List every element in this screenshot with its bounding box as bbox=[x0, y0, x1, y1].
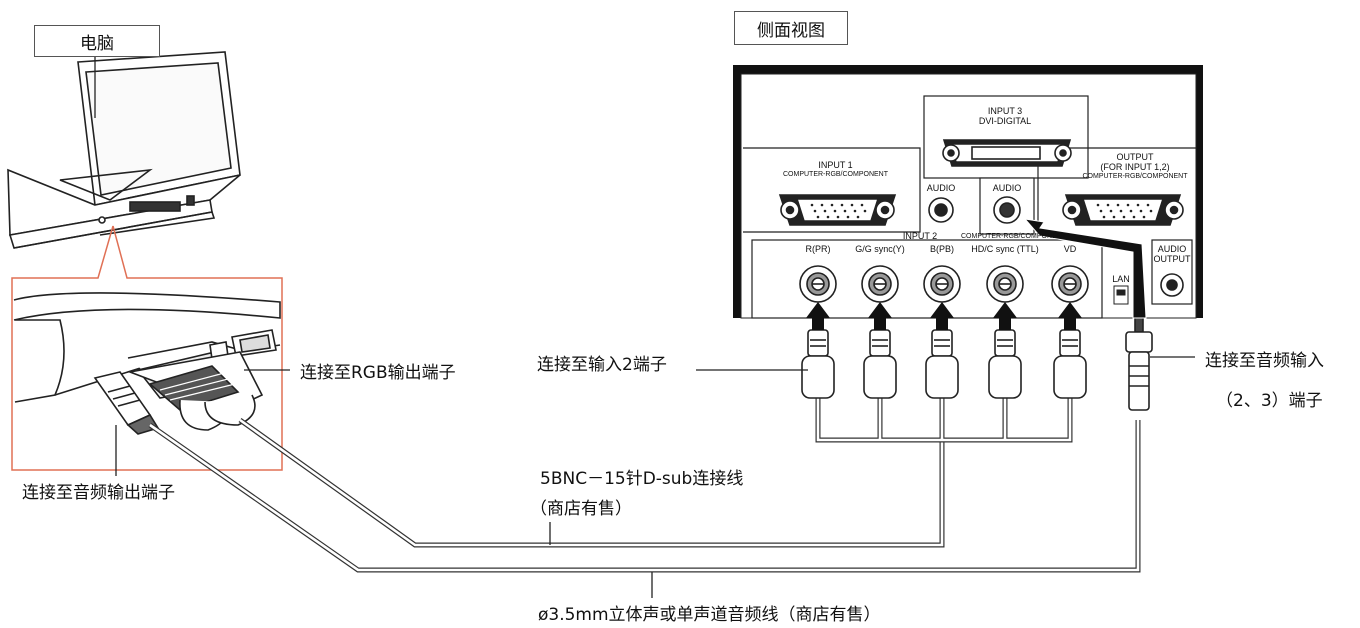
bnc-socket-4 bbox=[986, 265, 1024, 303]
input1-label: INPUT 1 COMPUTER-RGB/COMPONENT bbox=[778, 160, 893, 180]
bnc-cable-inner bbox=[239, 418, 944, 547]
dvi-port bbox=[942, 139, 1072, 167]
audio-output-callout: 连接至音频输出端子 bbox=[22, 483, 175, 503]
output-subtitle: (FOR INPUT 1,2) bbox=[1100, 162, 1170, 172]
bnc-label-b: B(PB) bbox=[929, 244, 954, 254]
output-label: OUTPUT (FOR INPUT 1,2) COMPUTER-RGB/COMP… bbox=[1076, 152, 1194, 182]
lan-port-icon bbox=[1113, 285, 1129, 305]
input3-subtitle: DVI-DIGITAL bbox=[978, 116, 1032, 126]
input2-subtitle: COMPUTER-RGB/COMPONENT bbox=[961, 233, 1066, 240]
bnc-label-r: R(PR) bbox=[805, 244, 831, 254]
audio-plug-right bbox=[1125, 309, 1153, 411]
audio-cable-caption: ø3.5mm立体声或单声道音频线（商店有售） bbox=[538, 605, 881, 625]
bnc-cable-caption-2: （商店有售） bbox=[530, 499, 632, 519]
input2-callout: 连接至输入2端子 bbox=[537, 355, 667, 375]
audio-output-subtitle: OUTPUT bbox=[1153, 254, 1191, 264]
audio-cable-inner bbox=[149, 420, 1140, 572]
audio-jack-input23 bbox=[993, 196, 1021, 224]
bnc-socket-1 bbox=[799, 265, 837, 303]
leader-lines bbox=[94, 55, 1195, 598]
bnc-plug-3 bbox=[925, 329, 959, 399]
audio-label-1: AUDIO bbox=[926, 183, 956, 193]
input1-subtitle: COMPUTER-RGB/COMPONENT bbox=[783, 171, 888, 178]
output-title: OUTPUT bbox=[1116, 152, 1154, 162]
lan-label: LAN bbox=[1112, 274, 1130, 284]
vga-port-output bbox=[1062, 194, 1184, 226]
bnc-cable-caption: 5BNC－15针D-sub连接线 bbox=[540, 469, 744, 489]
input3-title: INPUT 3 bbox=[987, 106, 1023, 116]
audio-output-label: AUDIO OUTPUT bbox=[1152, 244, 1192, 264]
input2-title: INPUT 2 bbox=[902, 231, 938, 241]
vga-port-input1 bbox=[778, 194, 897, 226]
bnc-bundle bbox=[815, 395, 1073, 443]
audio-input-callout: 连接至音频输入 bbox=[1205, 351, 1324, 371]
computer-label: 电脑 bbox=[34, 25, 160, 57]
bnc-label-vd: VD bbox=[1063, 244, 1077, 254]
input1-title: INPUT 1 bbox=[818, 160, 853, 170]
bnc-socket-2 bbox=[861, 265, 899, 303]
input3-label: INPUT 3 DVI-DIGITAL bbox=[950, 106, 1060, 126]
vga-plug bbox=[127, 351, 264, 431]
bnc-plug-1 bbox=[801, 329, 835, 399]
bnc-socket-3 bbox=[923, 265, 961, 303]
bnc-label-g: G/G sync(Y) bbox=[855, 244, 905, 254]
audio-input-callout-2: （2、3）端子 bbox=[1216, 391, 1323, 411]
bnc-bundle-inner bbox=[816, 395, 1072, 442]
bnc-socket-5 bbox=[1051, 265, 1089, 303]
side-view-label: 侧面视图 bbox=[734, 11, 848, 45]
bnc-plug-2 bbox=[863, 329, 897, 399]
connection-arrows bbox=[806, 302, 1082, 330]
bnc-label-hd: HD/C sync (TTL) bbox=[971, 244, 1039, 254]
audio-arrow bbox=[1023, 218, 1147, 319]
zoom-callout bbox=[11, 225, 283, 471]
output-subtitle-2: COMPUTER-RGB/COMPONENT bbox=[1082, 173, 1188, 180]
audio-label-2: AUDIO bbox=[992, 183, 1022, 193]
audio-output-title: AUDIO bbox=[1157, 244, 1187, 254]
laptop-illustration bbox=[7, 51, 241, 249]
bnc-plug-4 bbox=[988, 329, 1022, 399]
rgb-output-callout: 连接至RGB输出端子 bbox=[300, 363, 456, 383]
audio-jack-input1 bbox=[928, 197, 954, 223]
bnc-plug-5 bbox=[1053, 329, 1087, 399]
audio-output-jack bbox=[1160, 273, 1184, 297]
